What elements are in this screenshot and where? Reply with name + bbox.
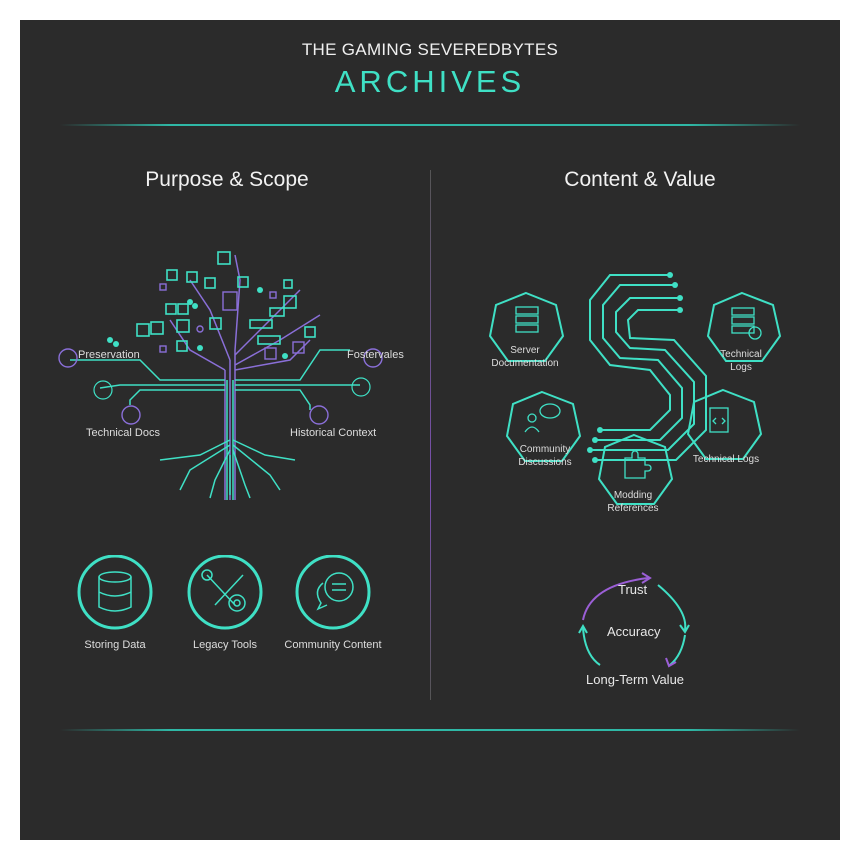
circuit-tree-diagram [58, 251, 383, 500]
node-technical-logs-2 [686, 388, 763, 460]
value-cycle-diagram [578, 572, 690, 668]
node-community-discussions [505, 390, 582, 462]
discussion-icon [539, 403, 561, 419]
tree-label-preservation: Preservation [78, 349, 140, 361]
code-document-icon [709, 407, 729, 433]
top-divider [60, 124, 800, 126]
label-technical-logs: Technical Logs [720, 349, 762, 373]
label-storing-data: Storing Data [84, 639, 146, 651]
page-title: ARCHIVES [334, 64, 526, 99]
cycle-accuracy: Accuracy [607, 624, 661, 639]
label-server-documentation: Server Documentation [491, 345, 559, 369]
server-log-icon [731, 307, 755, 316]
tree-label-historical-context: Historical Context [290, 427, 377, 439]
tree-label-technical-docs: Technical Docs [86, 427, 160, 439]
tools-icon [201, 569, 246, 612]
cycle-long-term-value: Long-Term Value [586, 672, 685, 687]
node-modding-references [597, 433, 674, 505]
cycle-trust: Trust [618, 582, 648, 597]
label-community-content: Community Content [284, 639, 382, 651]
label-technical-logs-2: Technical Logs [692, 454, 760, 465]
section-heading-purpose: Purpose & Scope [145, 168, 309, 191]
content-nodes-diagram [488, 272, 782, 505]
vertical-divider [430, 170, 431, 700]
label-modding-references: Modding References [607, 490, 659, 514]
supertitle: THE GAMING SEVEREDBYTES [301, 40, 559, 59]
bottom-divider [60, 729, 800, 731]
database-icon [98, 571, 132, 612]
puzzle-icon [624, 450, 652, 479]
label-legacy-tools: Legacy Tools [192, 639, 257, 651]
section-heading-content: Content & Value [564, 168, 716, 191]
tree-label-fostervales: Fostervales [347, 349, 404, 361]
chat-icon [316, 572, 354, 611]
node-server-documentation [488, 291, 565, 362]
node-technical-logs [706, 291, 782, 362]
server-icon [515, 306, 539, 315]
purpose-icons [77, 555, 371, 630]
label-community-discussions: Community Discussions [518, 444, 572, 468]
